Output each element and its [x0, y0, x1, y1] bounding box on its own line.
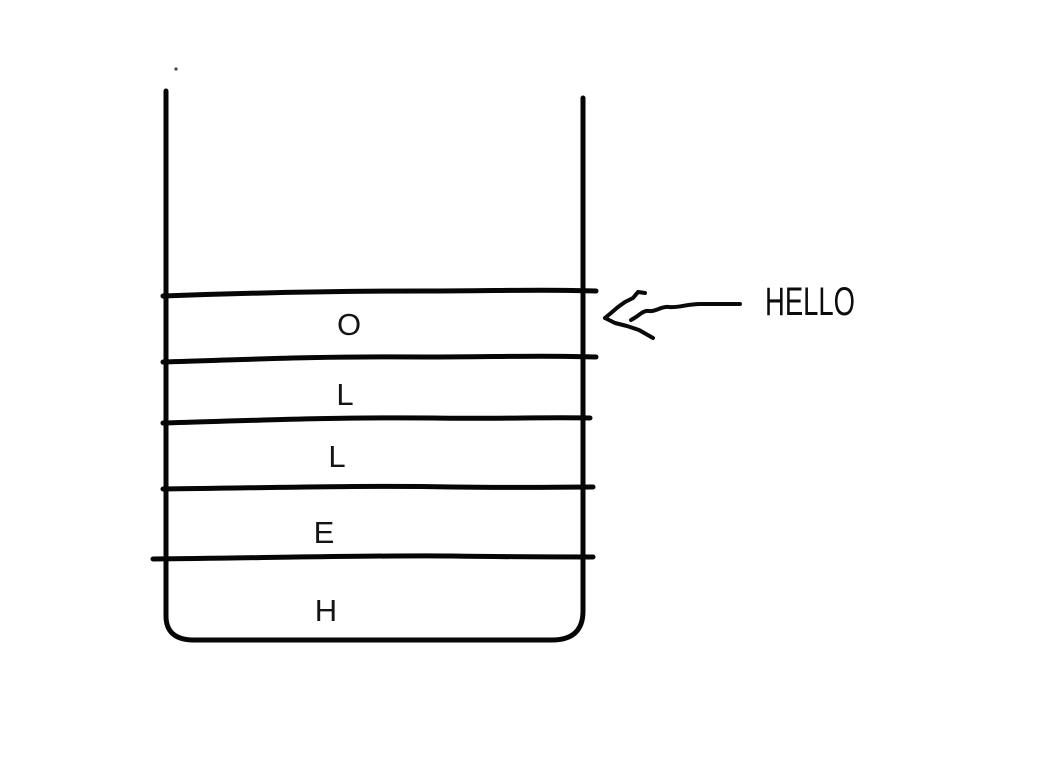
- stack-item-label: L: [328, 439, 345, 474]
- arrow-head-lower: [603, 316, 655, 340]
- stack-item-label: E: [314, 515, 335, 550]
- stack-divider-3: [160, 415, 593, 426]
- stack-item-label-top: O: [337, 307, 361, 342]
- stack-divider-5: [150, 553, 596, 562]
- arrow-shaft: [629, 302, 742, 322]
- stack-divider-2: [160, 353, 599, 365]
- stack-item-label: L: [336, 377, 353, 412]
- stack-item-label-bottom: H: [315, 593, 337, 628]
- arrow-annotation-label: HELLO: [765, 280, 855, 324]
- stack-container-outline: [163, 88, 586, 643]
- stack-divider-1: [160, 287, 599, 299]
- arrow-head-upper: [603, 290, 647, 320]
- stack-divider-4: [160, 483, 596, 492]
- stray-dot: [174, 67, 178, 71]
- hand-drawn-arrow-left-icon: [603, 290, 742, 340]
